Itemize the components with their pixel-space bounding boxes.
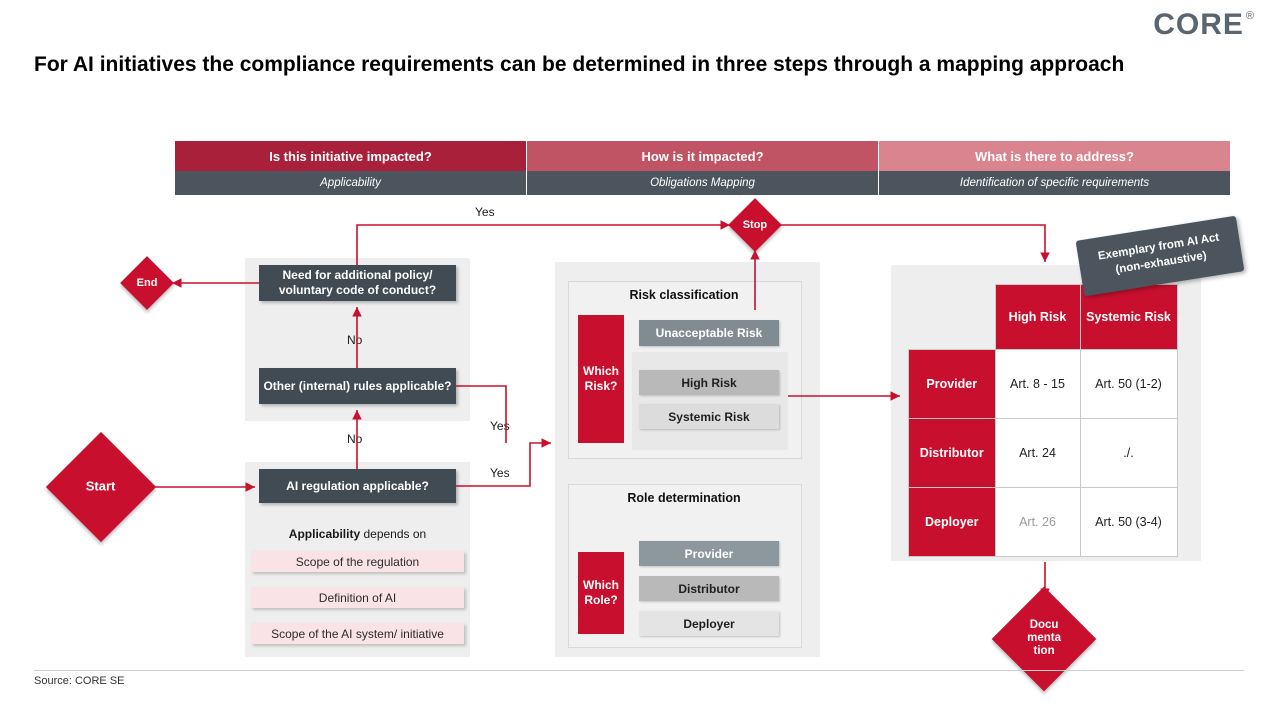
applicability-heading-bold: Applicability	[288, 527, 361, 541]
table-row: Provider Art. 8 - 15 Art. 50 (1-2)	[908, 348, 1178, 419]
which-risk-label: Which Risk?	[578, 315, 624, 443]
footer-divider	[34, 670, 1244, 671]
matrix-row-deployer: Deployer	[908, 486, 996, 557]
edge-label-yes-bottom: Yes	[490, 466, 510, 480]
matrix-col-high-risk: High Risk	[994, 284, 1081, 350]
edge-label-no-upper: No	[347, 333, 363, 347]
edge-label-no-lower: No	[347, 432, 363, 446]
matrix-cell-distributor-systemic: ./.	[1079, 417, 1178, 488]
applicability-heading-rest: depends on	[360, 527, 427, 541]
core-logo: CORE ®	[1153, 8, 1254, 42]
documentation-label: Docu menta tion	[1027, 619, 1061, 658]
phase-3-subtitle: Identification of specific requirements	[879, 171, 1230, 195]
callout-exemplary: Exemplary from AI Act (non-exhaustive)	[1075, 215, 1245, 297]
role-item-2[interactable]: Deployer	[639, 611, 779, 636]
table-row: Distributor Art. 24 ./.	[908, 417, 1178, 488]
start-label: Start	[86, 478, 116, 494]
stop-label: Stop	[742, 218, 768, 231]
end-label: End	[136, 276, 158, 289]
matrix-row-distributor: Distributor	[908, 417, 996, 488]
phase-bar-1: Is this initiative impacted? Applicabili…	[175, 141, 526, 195]
other-rules-box[interactable]: Other (internal) rules applicable?	[259, 368, 456, 404]
phase-1-title: Is this initiative impacted?	[175, 141, 526, 171]
applicability-heading: Applicability depends on	[259, 527, 456, 541]
matrix-cell-deployer-systemic: Art. 50 (3-4)	[1079, 486, 1178, 557]
risk-item-1[interactable]: High Risk	[639, 370, 779, 395]
phase-2-title: How is it impacted?	[527, 141, 878, 171]
phase-2-subtitle: Obligations Mapping	[527, 171, 878, 195]
role-item-0[interactable]: Provider	[639, 541, 779, 566]
end-diamond[interactable]: End	[120, 256, 174, 310]
phase-3-title: What is there to address?	[879, 141, 1230, 171]
source-note: Source: CORE SE	[34, 675, 125, 687]
matrix-cell-distributor-high: Art. 24	[994, 417, 1081, 488]
registered-mark: ®	[1245, 10, 1254, 22]
phase-bar-3: What is there to address? Identification…	[879, 141, 1230, 195]
matrix-cell-provider-systemic: Art. 50 (1-2)	[1079, 348, 1178, 419]
edge-label-yes-top: Yes	[475, 205, 495, 219]
role-determination-title: Role determination	[627, 491, 741, 505]
phase-bar-2: How is it impacted? Obligations Mapping	[527, 141, 878, 195]
role-item-1[interactable]: Distributor	[639, 576, 779, 601]
documentation-diamond[interactable]: Docu menta tion	[991, 586, 1097, 692]
ai-regulation-box[interactable]: AI regulation applicable?	[259, 469, 456, 503]
risk-item-0[interactable]: Unacceptable Risk	[639, 320, 779, 346]
risk-classification-title: Risk classification	[629, 288, 739, 302]
matrix-cell-provider-high: Art. 8 - 15	[994, 348, 1081, 419]
table-row: Deployer Art. 26 Art. 50 (3-4)	[908, 486, 1178, 557]
applicability-item-1[interactable]: Definition of AI	[251, 587, 464, 608]
page-title: For AI initiatives the compliance requir…	[34, 53, 1125, 76]
matrix-header-row: High Risk Systemic Risk	[909, 284, 1178, 350]
matrix-row-provider: Provider	[908, 348, 996, 419]
risk-subgroup	[632, 352, 788, 450]
risk-item-2[interactable]: Systemic Risk	[639, 404, 779, 429]
need-policy-box[interactable]: Need for additional policy/ voluntary co…	[259, 265, 456, 301]
stop-diamond[interactable]: Stop	[728, 198, 782, 252]
edge-label-yes-mid: Yes	[490, 419, 510, 433]
applicability-item-2[interactable]: Scope of the AI system/ initiative	[251, 623, 464, 644]
applicability-item-0[interactable]: Scope of the regulation	[251, 551, 464, 572]
phase-1-subtitle: Applicability	[175, 171, 526, 195]
requirements-matrix: High Risk Systemic Risk Provider Art. 8 …	[908, 284, 1178, 557]
which-role-label: Which Role?	[578, 552, 624, 634]
matrix-cell-deployer-high: Art. 26	[994, 486, 1081, 557]
logo-wordmark: CORE	[1153, 8, 1244, 41]
start-diamond[interactable]: Start	[45, 431, 157, 543]
